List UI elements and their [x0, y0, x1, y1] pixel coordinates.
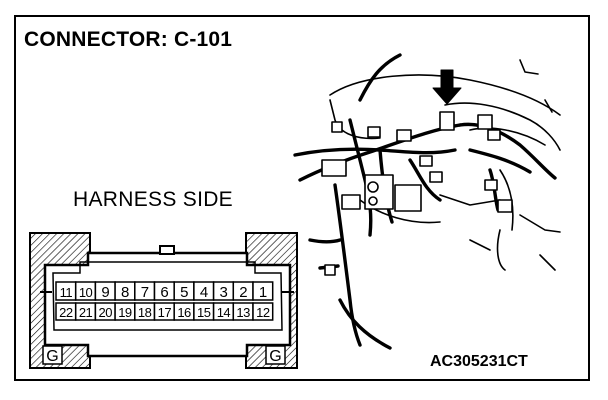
pin-number: 8	[121, 284, 129, 301]
cavity-outline	[52, 261, 283, 331]
pin-number: 1	[259, 284, 267, 301]
connector-key	[159, 245, 175, 255]
pin-number: 22	[59, 305, 73, 320]
pin-cell	[252, 302, 274, 321]
latch-mark-right: G	[269, 348, 281, 365]
connector-title: CONNECTOR: C-101	[24, 28, 233, 51]
pin-number: 6	[160, 284, 168, 301]
pin-number: 15	[197, 305, 211, 320]
latch-mark-left: G	[46, 348, 58, 365]
pin-number: 21	[79, 305, 93, 320]
pin-number: 7	[141, 284, 149, 301]
latch-box-left	[42, 345, 63, 365]
pin-number: 16	[177, 305, 191, 320]
reference-code: AC305231CT	[430, 353, 528, 370]
pin-number: 20	[99, 305, 113, 320]
pin-cell	[252, 281, 274, 301]
pin-number: 2	[239, 284, 247, 301]
diagram-frame	[14, 15, 590, 381]
pin-number: 11	[60, 285, 73, 300]
pin-number: 9	[101, 284, 109, 301]
pin-number: 10	[79, 285, 93, 300]
pin-number: 12	[256, 305, 270, 320]
pin-number: 18	[138, 305, 152, 320]
pin-number: 3	[220, 284, 228, 301]
latch-box-right	[265, 345, 286, 365]
dashboard-wiring-illustration	[293, 53, 561, 350]
pin-number: 17	[158, 305, 172, 320]
location-arrow-icon	[432, 69, 462, 105]
pin-number: 4	[200, 284, 208, 301]
pin-number: 5	[180, 284, 188, 301]
pin-number: 19	[118, 305, 132, 320]
pin-row-bottom: 22 21 20 19 18 17 16 15 14 13 12	[55, 302, 274, 321]
pin-number: 14	[217, 305, 231, 320]
pin-number: 13	[236, 305, 250, 320]
harness-side-label: HARNESS SIDE	[73, 188, 233, 211]
